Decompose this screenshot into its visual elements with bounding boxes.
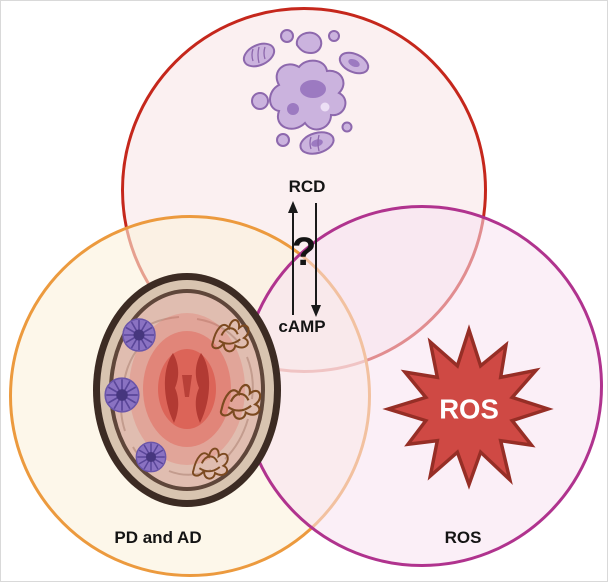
question-mark: ? bbox=[291, 230, 317, 274]
brain-coronal-section-illustration bbox=[93, 273, 281, 507]
ros-burst-label: ROS bbox=[439, 393, 499, 424]
camp-label: cAMP bbox=[278, 317, 326, 336]
ros-starburst-icon: ROS bbox=[382, 324, 554, 490]
lewy-body-flower-icon bbox=[122, 318, 156, 352]
lewy-body-flower-icon bbox=[135, 441, 167, 473]
rcd-label: RCD bbox=[288, 177, 326, 196]
brain-ventricles bbox=[164, 353, 210, 423]
pd-ad-label: PD and AD bbox=[114, 528, 202, 547]
lewy-body-flower-icon bbox=[104, 377, 140, 413]
bidirectional-arrows-icon bbox=[288, 201, 321, 317]
ros-label: ROS bbox=[444, 528, 482, 547]
dying-cells-illustration bbox=[242, 29, 370, 155]
